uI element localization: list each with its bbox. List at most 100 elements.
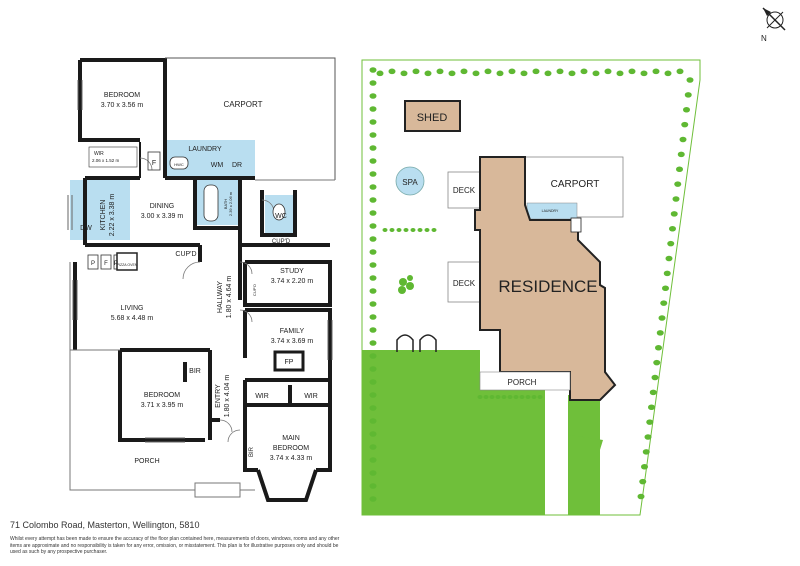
tree xyxy=(489,395,495,399)
porch-hedge xyxy=(477,395,543,399)
tree xyxy=(424,228,430,232)
tree xyxy=(369,132,377,138)
kitchen-area xyxy=(70,180,130,240)
wir-small-box xyxy=(88,146,138,168)
pantry-label-2: P xyxy=(114,261,118,267)
tree xyxy=(537,395,543,399)
tree xyxy=(369,418,377,424)
tree xyxy=(637,493,645,500)
entry-size: 1.80 x 4.04 m xyxy=(224,375,231,418)
hallway-size: 1.80 x 4.64 m xyxy=(226,276,233,319)
spa-label: SPA xyxy=(402,178,418,187)
tree xyxy=(369,444,377,450)
wm-label: WM xyxy=(211,162,224,169)
tree xyxy=(683,106,690,113)
dw-label: DW xyxy=(80,225,92,232)
site-laundry-label: LAUNDRY xyxy=(542,209,559,213)
family-size: 3.74 x 3.69 m xyxy=(271,338,314,345)
tree xyxy=(655,344,662,351)
dining-name: DINING xyxy=(150,203,175,210)
tree xyxy=(670,211,678,217)
tree xyxy=(369,106,377,112)
fridge-box xyxy=(147,151,161,171)
tree xyxy=(484,68,492,75)
tree xyxy=(532,68,540,75)
fp-label: FP xyxy=(285,359,294,366)
shrub-cluster xyxy=(398,275,414,294)
spa xyxy=(395,166,425,196)
bir-label-2: BIR xyxy=(249,446,255,457)
tree xyxy=(658,315,666,321)
hallway-name: HALLWAY xyxy=(217,281,224,313)
tree xyxy=(369,184,377,190)
living-name: LIVING xyxy=(121,305,144,312)
tree xyxy=(513,395,519,399)
shed xyxy=(404,100,461,132)
tree xyxy=(531,395,537,399)
dr-label: DR xyxy=(232,162,242,169)
tree xyxy=(684,92,692,98)
tree xyxy=(640,70,648,77)
study-size: 3.74 x 2.20 m xyxy=(271,278,314,285)
lawn-left xyxy=(362,350,545,515)
pantry-label-1: P xyxy=(91,261,95,267)
tree xyxy=(369,210,377,216)
bedroom2-name: BEDROOM xyxy=(144,392,180,399)
tree xyxy=(431,228,437,232)
tree xyxy=(369,249,377,255)
tree xyxy=(369,197,377,203)
tree xyxy=(495,395,501,399)
residence-label: RESIDENCE xyxy=(498,277,597,296)
tree xyxy=(382,228,388,232)
main-bedroom-line2: BEDROOM xyxy=(273,445,309,452)
tree xyxy=(656,330,664,336)
tree xyxy=(448,70,456,77)
tree xyxy=(369,366,377,372)
family-name: FAMILY xyxy=(280,328,305,335)
tree xyxy=(403,228,409,232)
tree xyxy=(652,68,660,75)
bathtub xyxy=(203,184,219,222)
dining-size: 3.00 x 3.39 m xyxy=(141,213,184,220)
compass-label: N xyxy=(761,34,767,43)
tree xyxy=(604,68,612,75)
tree xyxy=(667,240,675,247)
tree xyxy=(676,68,684,75)
tree xyxy=(369,496,377,502)
lawn-right xyxy=(570,435,603,515)
compass: N xyxy=(761,7,786,43)
site-porch xyxy=(479,371,571,391)
living-size: 5.68 x 4.48 m xyxy=(111,315,154,322)
tree xyxy=(660,300,668,306)
cupd-label-study: CUP'D xyxy=(252,284,257,296)
compass-arrow xyxy=(763,8,771,16)
tree xyxy=(641,463,648,470)
tree xyxy=(665,255,673,262)
porch-label: PORCH xyxy=(134,458,159,465)
deck-top-label: DECK xyxy=(453,186,476,195)
pizza-oven-label: PIZZA OVEN xyxy=(117,263,138,267)
tree xyxy=(369,483,377,489)
tree xyxy=(520,70,528,77)
tree xyxy=(369,392,377,398)
shed-label: SHED xyxy=(417,112,448,124)
tree xyxy=(653,359,661,366)
tree xyxy=(642,449,650,455)
tree xyxy=(417,228,423,232)
tree xyxy=(369,171,377,177)
tree xyxy=(664,70,672,77)
tree xyxy=(369,67,377,73)
tree xyxy=(369,119,377,125)
cupd-label-hall: CUP'D xyxy=(175,251,196,258)
tree xyxy=(472,70,480,77)
tree xyxy=(369,314,377,320)
fridge-label: F xyxy=(152,160,156,167)
tree xyxy=(646,419,654,425)
tree xyxy=(544,70,552,77)
tree xyxy=(369,223,377,229)
walls xyxy=(73,57,336,502)
kitchen-name: KITCHEN xyxy=(100,200,107,231)
kitchen-size: 2.22 x 3.38 m xyxy=(109,194,116,237)
tree xyxy=(369,379,377,385)
